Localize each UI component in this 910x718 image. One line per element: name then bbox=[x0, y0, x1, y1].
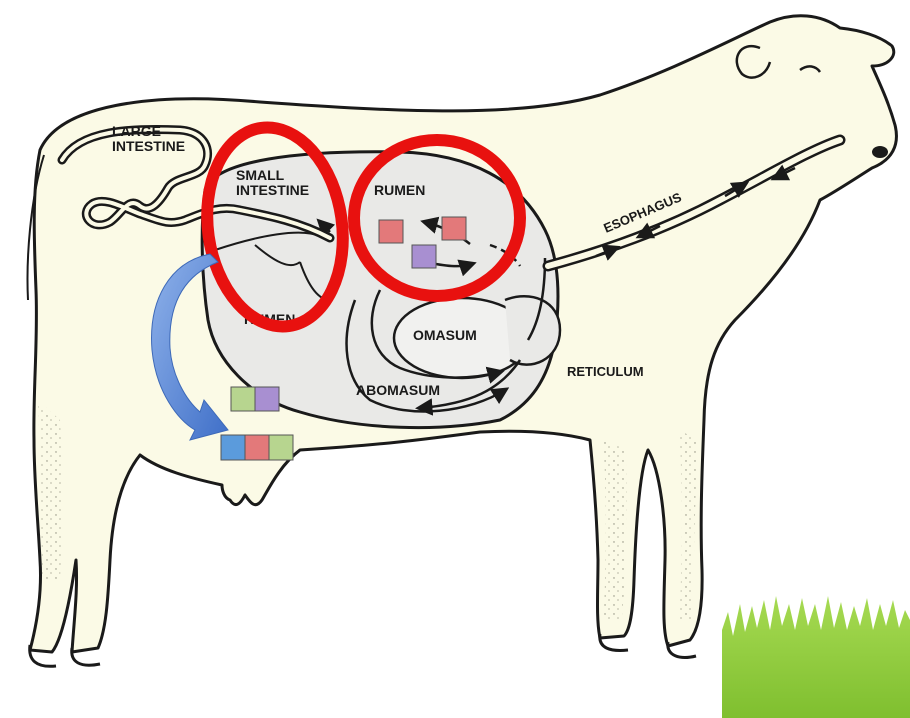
absorbed-block-green bbox=[231, 387, 255, 411]
label-rumen-top: RUMEN bbox=[374, 182, 425, 198]
absorbed-block-purple bbox=[255, 387, 279, 411]
label-reticulum: RETICULUM bbox=[567, 364, 644, 379]
absorbed-block-green-2 bbox=[269, 435, 293, 460]
label-abomasum: ABOMASUM bbox=[356, 382, 440, 398]
rumen-block-red-1 bbox=[379, 220, 403, 243]
absorbed-block-red bbox=[245, 435, 269, 460]
rumen-block-purple bbox=[412, 245, 436, 268]
absorbed-block-blue bbox=[221, 435, 245, 460]
label-large-intestine-1: LARGE bbox=[112, 123, 161, 139]
label-small-intestine-2: INTESTINE bbox=[236, 182, 309, 198]
grass-icon bbox=[722, 596, 910, 718]
label-small-intestine-1: SMALL bbox=[236, 167, 285, 183]
label-omasum: OMASUM bbox=[413, 327, 477, 343]
label-large-intestine-2: INTESTINE bbox=[112, 138, 185, 154]
rumen-block-red-2 bbox=[442, 217, 466, 240]
